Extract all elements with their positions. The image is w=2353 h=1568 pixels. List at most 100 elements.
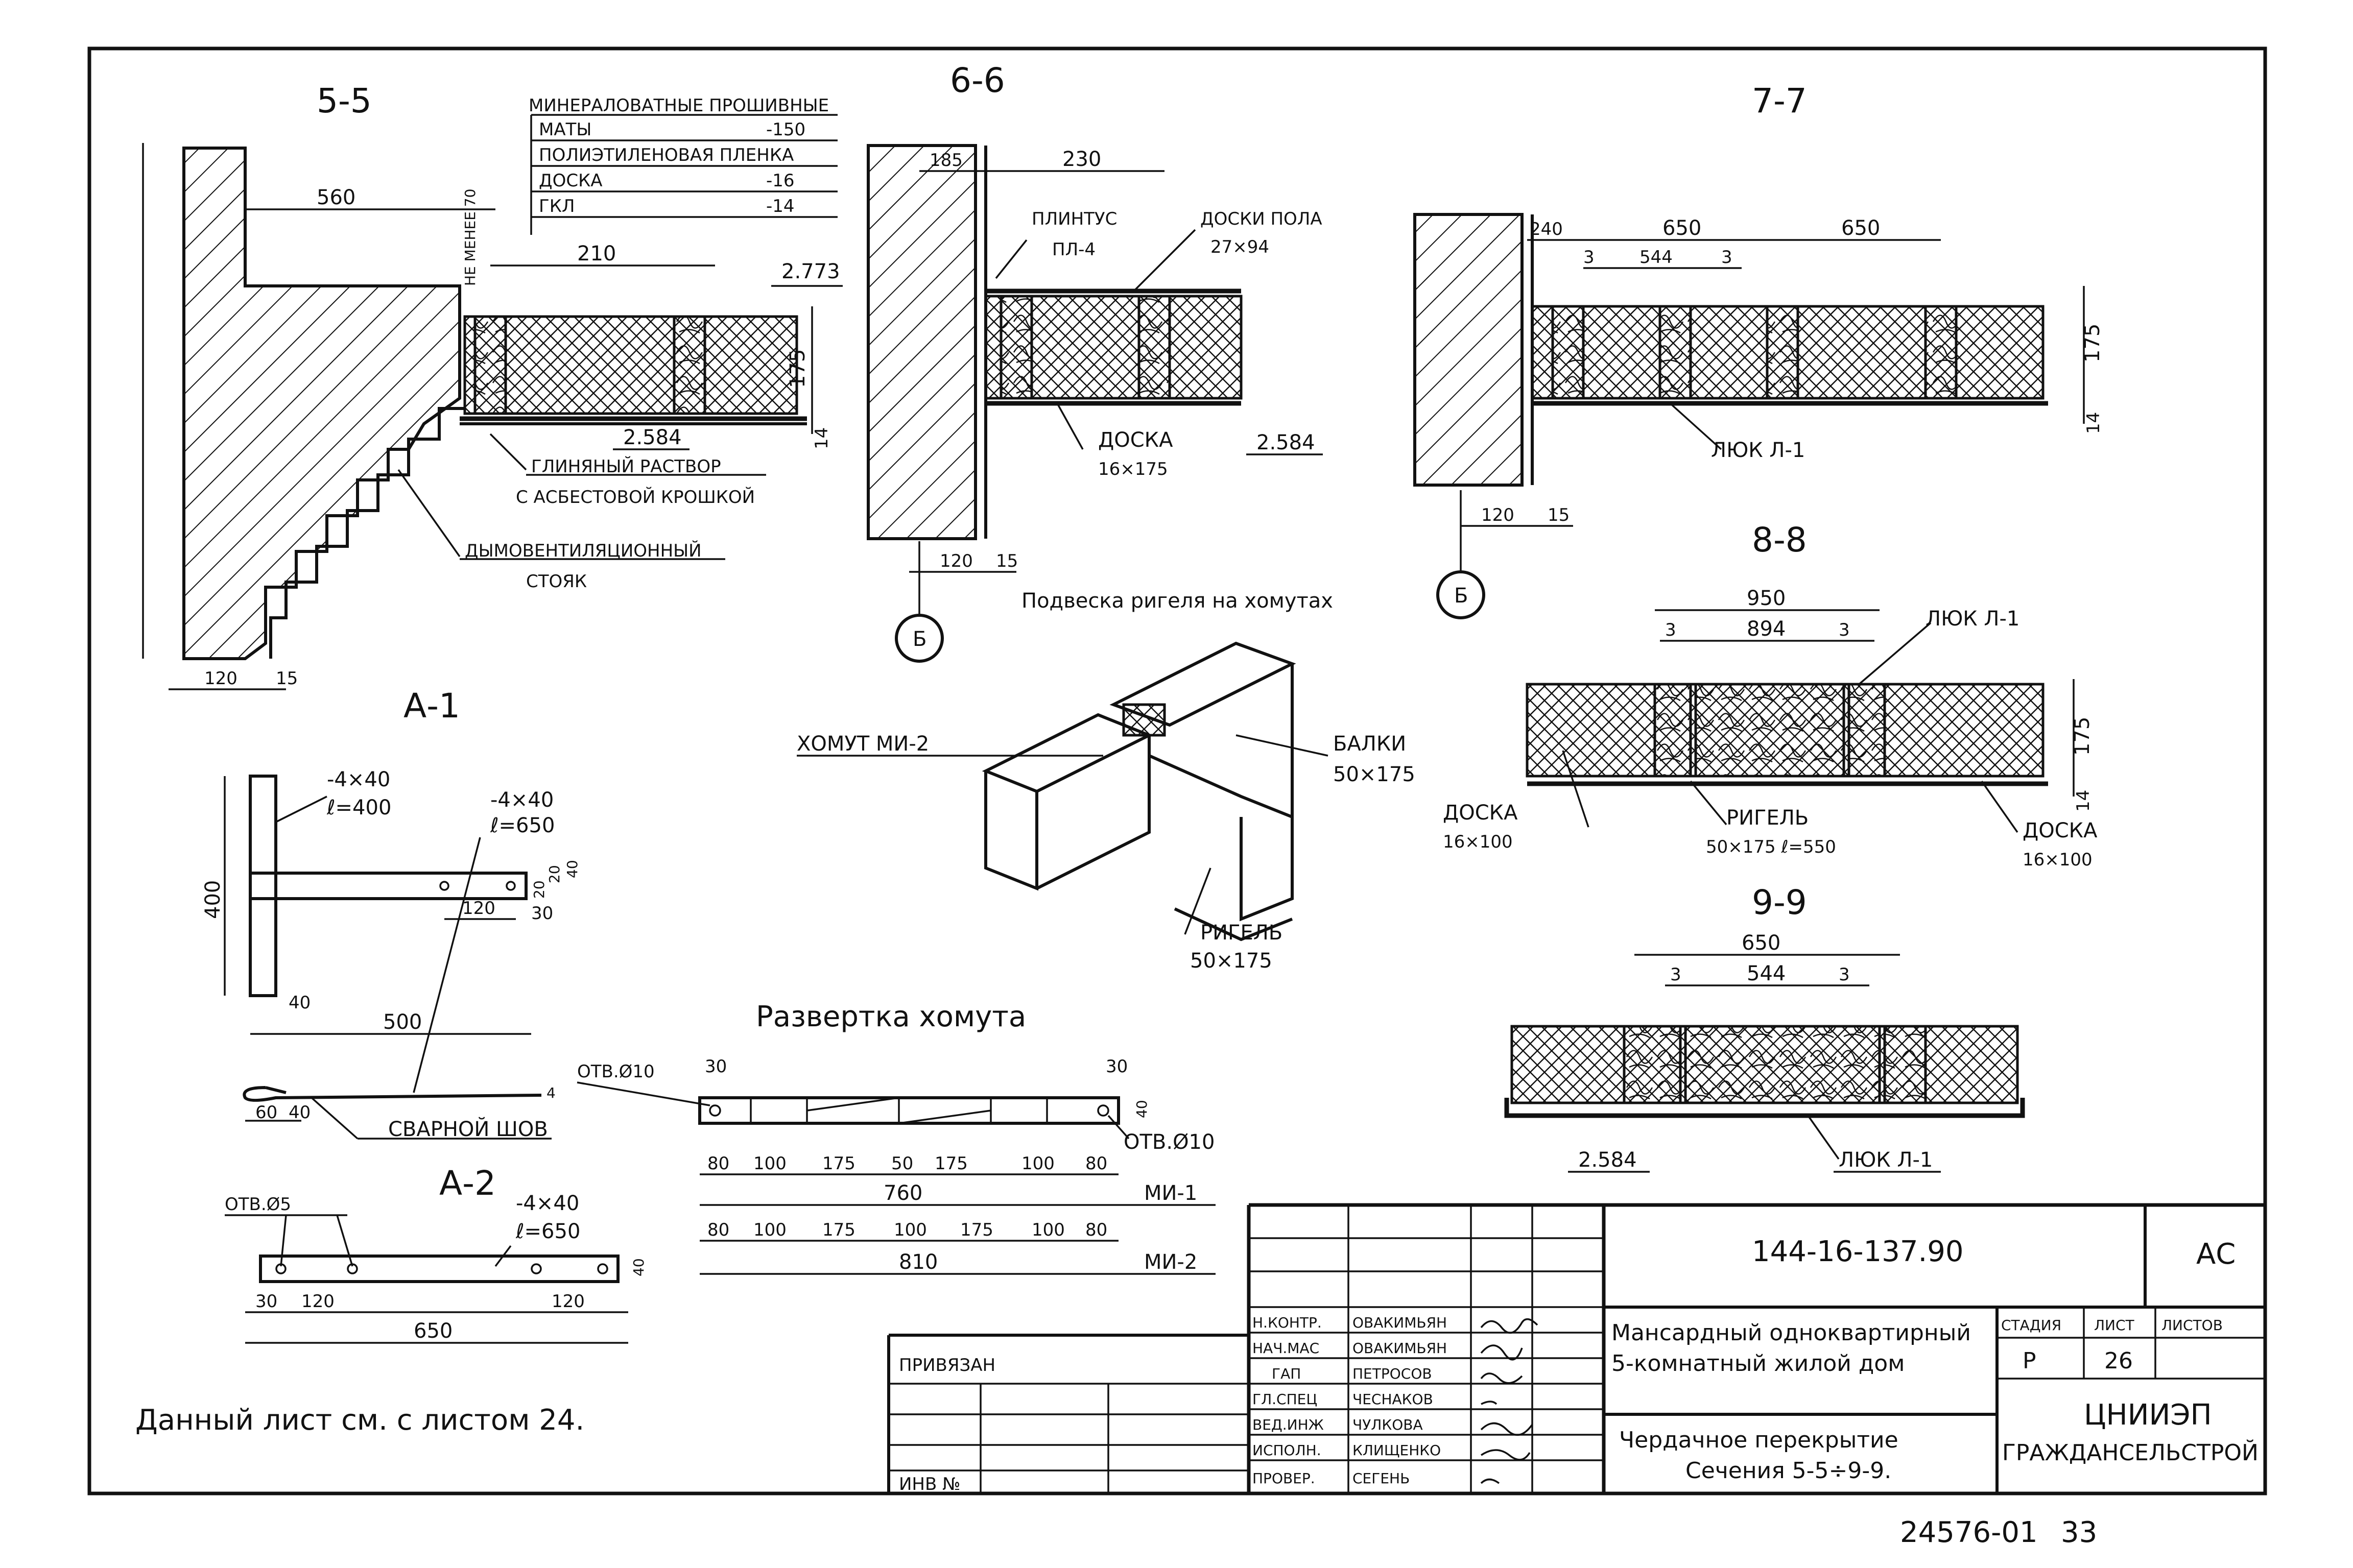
label-girder-iso: РИГЕЛЬ	[1200, 921, 1282, 945]
label-floorboards: ДОСКИ ПОЛА	[1200, 209, 1322, 229]
label-beams: БАЛКИ	[1333, 732, 1406, 756]
dim-894: 894	[1747, 617, 1786, 641]
sheet-frame	[87, 46, 2267, 1495]
hanger-title: Подвеска ригеля на хомутах	[1021, 589, 1333, 613]
tb-role-1: Н.КОНТР.	[1252, 1314, 1322, 1331]
tb-org: ЦНИИЭП	[2084, 1398, 2212, 1432]
tb-mark: АС	[2196, 1238, 2236, 1271]
a1-dim-40c: 40	[289, 1102, 311, 1123]
dim-560: 560	[317, 186, 355, 209]
a1-dim-4: 4	[546, 1084, 556, 1101]
a1-vertical-strip	[249, 775, 277, 997]
label-beams-2: 50×175	[1333, 763, 1415, 786]
dim-210: 210	[577, 242, 616, 266]
label-clay-mortar: ГЛИНЯНЫЙ РАСТВОР	[531, 456, 721, 477]
dim-3-b-8-8: 3	[1839, 620, 1850, 640]
tb-stage-label: СТАДИЯ	[2001, 1317, 2061, 1334]
tb-name-5: ЧУЛКОВА	[1352, 1416, 1423, 1433]
label-board-6-6-2: 16×175	[1098, 459, 1168, 479]
dim-3-a-8-8: 3	[1665, 620, 1676, 640]
a1-dim-60: 60	[255, 1102, 277, 1123]
tb-sheet-label: ЛИСТ	[2094, 1317, 2135, 1334]
dim-3-b-9-9: 3	[1839, 964, 1850, 985]
mi1-seg-4: 50	[891, 1153, 913, 1174]
mark-2584-5-5: 2.584	[623, 426, 682, 449]
layer-2-name: ПОЛИЭТИЛЕНОВАЯ ПЛЕНКА	[539, 145, 794, 165]
label-clamp: ХОМУТ МИ-2	[797, 732, 929, 756]
mi2-seg-1: 80	[707, 1220, 729, 1240]
unfold-hole-left: ОТВ.Ø10	[577, 1062, 655, 1082]
slab-7-7-beam-3	[1766, 305, 1799, 400]
dim-120-7-7: 120	[1481, 505, 1514, 525]
tb-role-7: ПРОВЕР.	[1252, 1470, 1315, 1487]
tb-role-3: ГАП	[1272, 1365, 1301, 1382]
label-floorboards-2: 27×94	[1210, 237, 1269, 257]
dim-185: 185	[930, 150, 963, 171]
unfold-strip	[698, 1096, 1120, 1125]
unfold-hole-right: ОТВ.Ø10	[1124, 1130, 1215, 1154]
tb-doc-code: 144-16-137.90	[1752, 1235, 1964, 1268]
tb-name-1: ОВАКИМЬЯН	[1352, 1314, 1447, 1331]
label-board-right-8-8-2: 16×100	[2023, 850, 2093, 870]
dim-14-7-7: 14	[2083, 412, 2104, 434]
section-9-9: 9-9 650 3 544 3 2.584 ЛЮК Л-1	[1504, 883, 2025, 1173]
a1-dim-40b: 40	[564, 860, 581, 878]
axis-b-7-7	[1436, 570, 1485, 619]
dim-120-5-5: 120	[204, 668, 237, 689]
detail-a-1-title: А-1	[403, 686, 460, 726]
unfold-dim-30-right: 30	[1106, 1056, 1128, 1077]
tb-role-4: ГЛ.СПЕЦ	[1252, 1391, 1317, 1408]
a1-dim-120: 120	[462, 898, 495, 919]
page-number: 33	[2061, 1516, 2097, 1549]
layer-1-value: -150	[766, 119, 805, 140]
title-block: ПРИВЯЗАН ИНВ № Н.КОНТР. ОВАКИМЬЯН НАЧ.МА…	[887, 1203, 2265, 1494]
tb-role-6: ИСПОЛН.	[1252, 1442, 1321, 1459]
label-board-left-8-8-2: 16×100	[1443, 832, 1513, 852]
tb-name-7: СЕГЕНЬ	[1352, 1470, 1410, 1487]
detail-a-2: А-2 ОТВ.Ø5 -4×40 ℓ=650 30 120 120 650 40	[225, 1164, 647, 1344]
a2-hole: ОТВ.Ø5	[225, 1194, 291, 1215]
section-5-5: 5-5 МИНЕРАЛОВАТНЫЕ ПРОШИВНЫЕ МАТЫ -150 П…	[142, 81, 843, 690]
tb-name-2: ОВАКИМЬЯН	[1352, 1340, 1447, 1357]
dim-15-6-6: 15	[996, 551, 1018, 571]
archive-number: 24576-01	[1900, 1516, 2038, 1549]
mi1-seg-2: 100	[753, 1153, 787, 1174]
section-5-5-title: 5-5	[317, 81, 372, 120]
detail-a-2-title: А-2	[439, 1164, 496, 1203]
a2-dim-120b: 120	[552, 1291, 585, 1312]
a2-dim-120a: 120	[301, 1291, 335, 1312]
dim-650-b: 650	[1841, 216, 1880, 240]
dim-650-9-9: 650	[1742, 931, 1780, 955]
slab-7-7-beam-4	[1924, 305, 1958, 400]
mi2-segments: 80 100 175 100 175 100 80	[707, 1220, 1107, 1240]
mi1-segments: 80 100 175 50 175 100 80	[707, 1153, 1107, 1174]
a1-strip2: -4×40	[490, 788, 554, 812]
layer-1-name: МАТЫ	[539, 119, 591, 140]
unfold-dim-40: 40	[1133, 1100, 1150, 1118]
a1-dim-40: 40	[289, 993, 311, 1013]
layer-table-head: МИНЕРАЛОВАТНЫЕ ПРОШИВНЫЕ	[529, 95, 829, 116]
dim-15-5-5: 15	[276, 668, 298, 689]
slab-9-9-beam-2	[1883, 1025, 1927, 1104]
a1-strip1: -4×40	[327, 768, 390, 791]
dim-3-a-9-9: 3	[1670, 964, 1681, 985]
label-board-left-8-8: ДОСКА	[1443, 801, 1518, 825]
slab-7-7-beam-2	[1658, 305, 1692, 400]
section-6-6-title: 6-6	[950, 61, 1005, 100]
mark-2773: 2.773	[781, 260, 840, 283]
dim-650-a: 650	[1662, 216, 1701, 240]
section-8-8-title: 8-8	[1752, 520, 1807, 560]
mark-2584-6-6: 2.584	[1256, 431, 1315, 454]
mi2-seg-2: 100	[753, 1220, 787, 1240]
slab-8-8-hatch	[1694, 683, 1845, 778]
label-girder-8-8: РИГЕЛЬ	[1726, 806, 1809, 830]
tb-stage: Р	[2023, 1348, 2036, 1374]
mi1-seg-1: 80	[707, 1153, 729, 1174]
clamp-unfolding: Развертка хомута ОТВ.Ø10 ОТВ.Ø10 30 30 4…	[577, 1000, 1216, 1275]
a2-dim-30: 30	[255, 1291, 277, 1312]
dim-14-5-5: 14	[812, 427, 832, 449]
mi2-mark: МИ-2	[1144, 1250, 1197, 1274]
slab-5-5-beam-2	[473, 315, 507, 415]
tb-sheet: 26	[2104, 1348, 2133, 1374]
